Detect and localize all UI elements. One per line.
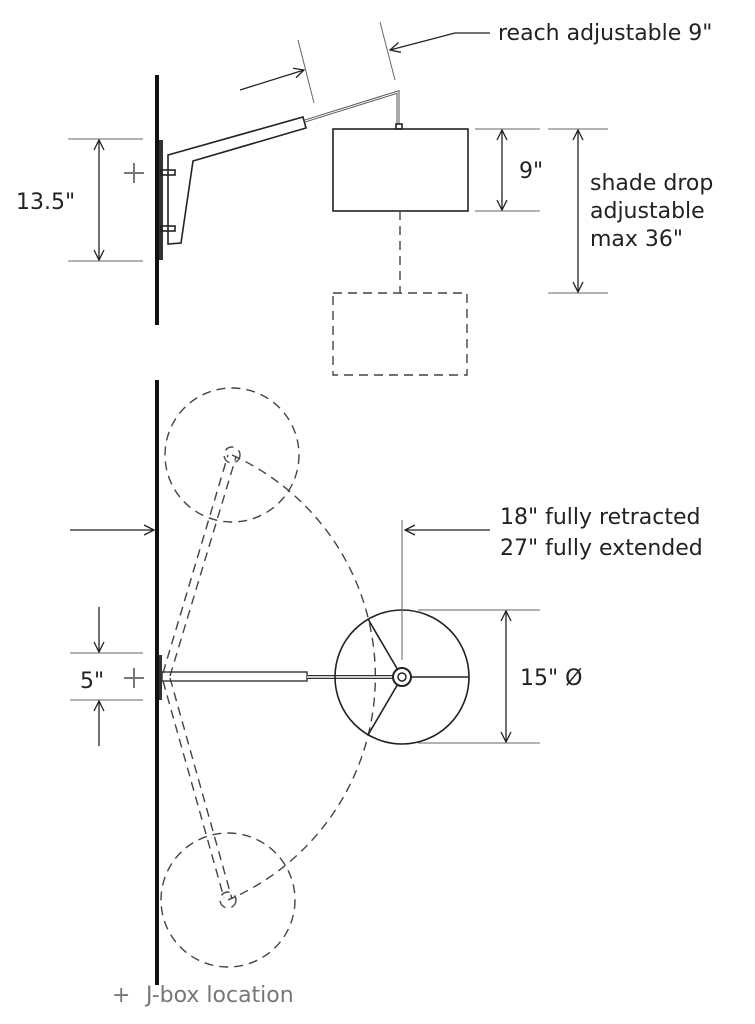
shade-dropped	[332, 292, 468, 376]
swing-arm-lower	[162, 677, 233, 900]
extension-label-retracted: 18" fully retracted	[500, 505, 701, 530]
shade-drop-label-1: shade drop	[590, 171, 713, 196]
wall-plate	[159, 655, 162, 700]
height-label: 13.5"	[16, 190, 75, 215]
legend-symbol: +	[112, 983, 130, 1008]
bracket-pin	[160, 169, 176, 176]
arm-bracket	[167, 116, 307, 245]
bracket-pin	[160, 225, 176, 232]
arm-body	[161, 671, 308, 682]
side-view: 13.5" 9" shade drop adjustable max 36" r…	[16, 21, 713, 376]
reach-label: reach adjustable 9"	[498, 21, 712, 46]
shade-drop-label-3: max 36"	[590, 227, 683, 252]
shade	[332, 128, 469, 212]
legend: + J-box location	[112, 983, 294, 1008]
reach-arrow-left	[239, 70, 304, 91]
top-view: 18" fully retracted 27" fully extended 1…	[70, 380, 703, 985]
shade-drop-label-2: adjustable	[590, 199, 705, 224]
wall-plate	[159, 140, 163, 260]
offset-label: 5"	[80, 669, 104, 694]
legend-label: J-box location	[144, 983, 294, 1008]
shade-height-label: 9"	[519, 159, 543, 184]
shade-spokes	[367, 618, 469, 736]
reach-arrow-right	[390, 32, 490, 50]
swing-arm-upper	[162, 454, 237, 677]
diameter-label: 15" Ø	[520, 666, 582, 691]
shade-swing-upper	[164, 387, 300, 523]
shade-swing-lower	[160, 832, 296, 968]
extension-label-extended: 27" fully extended	[500, 536, 703, 561]
